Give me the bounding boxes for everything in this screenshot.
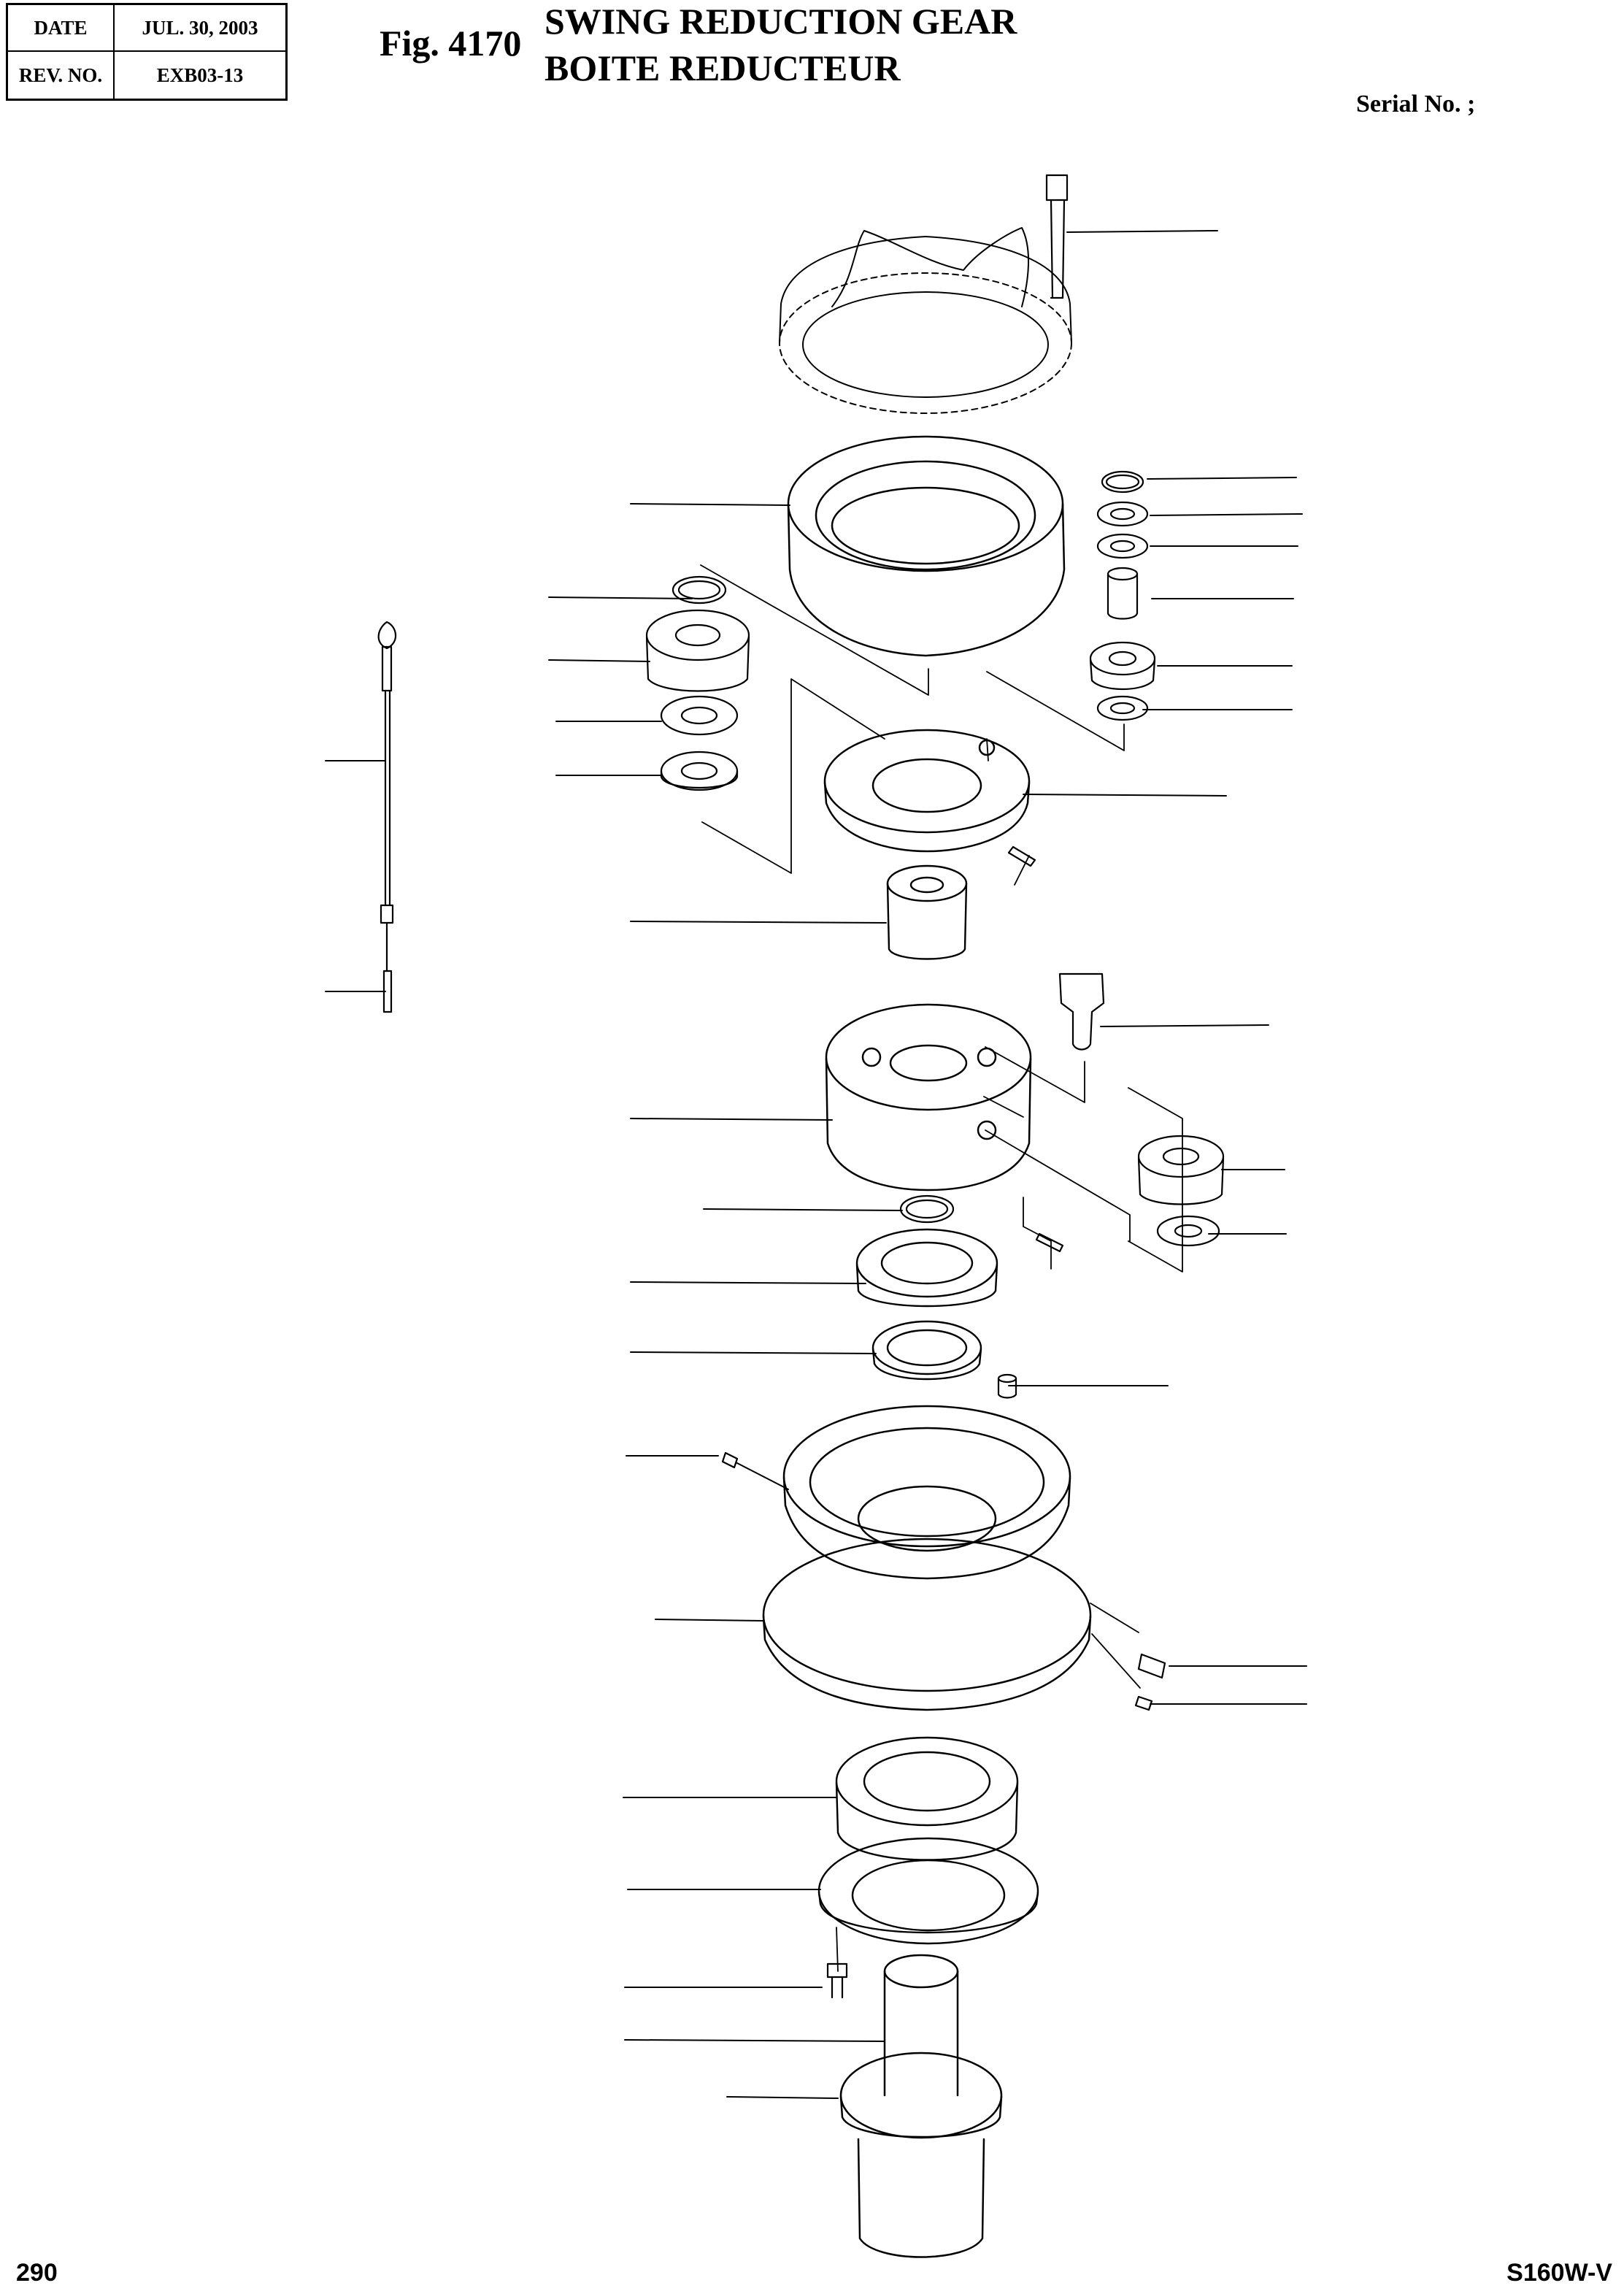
sun-gear	[888, 866, 966, 959]
ring-gear	[788, 437, 1064, 656]
socket-bolt	[1047, 175, 1067, 298]
washer-second-stage	[1158, 1216, 1219, 1246]
thrust-washer-right	[1098, 502, 1147, 526]
bearing-upper	[857, 1229, 997, 1306]
carrier-first-stage	[825, 730, 1029, 851]
oil-seal	[873, 1321, 981, 1379]
bearing-lower	[836, 1738, 1017, 1860]
bearing-retainer	[819, 1838, 1038, 1943]
snap-ring-right	[1102, 472, 1143, 492]
dipstick	[379, 622, 396, 1012]
leader-lines	[326, 231, 1306, 2098]
model-code: S160W-V	[1506, 2259, 1612, 2287]
figure-number: Fig. 4170	[380, 23, 522, 64]
retainer-bolt	[828, 1964, 847, 1998]
thrust-washer-right-2	[1098, 534, 1147, 558]
motor-flange	[780, 228, 1071, 413]
rev-value: EXB03-13	[156, 64, 244, 86]
thrust-washer-left-2	[661, 752, 737, 790]
rev-label: REV. NO.	[8, 52, 115, 99]
revision-table: DATE JUL. 30, 2003 REV. NO. EXB03-13	[6, 3, 288, 101]
snap-ring-left	[673, 577, 726, 603]
planet-gear-second-stage	[1139, 1136, 1223, 1205]
snap-ring-middle	[901, 1196, 953, 1222]
plug-small	[1136, 1697, 1152, 1710]
pin-right	[1108, 568, 1137, 619]
date-value: JUL. 30, 2003	[115, 5, 285, 52]
date-label: DATE	[8, 5, 115, 52]
spring-pin-upper	[1009, 847, 1035, 866]
title-french: BOITE REDUCTEUR	[544, 47, 901, 88]
carrier-second-stage	[826, 1005, 1031, 1190]
page-number: 290	[16, 2259, 58, 2287]
planet-gear-small-right	[1090, 642, 1155, 689]
assembly-guide-lines	[701, 565, 1182, 1971]
pinion-shaft	[841, 1955, 1001, 2257]
thrust-washer-left	[661, 696, 737, 734]
plug-upper-left	[723, 1453, 737, 1467]
planet-gear-left	[647, 610, 749, 691]
shaft-pin	[1060, 974, 1104, 1050]
drain-plug	[1139, 1654, 1165, 1678]
serial-number: Serial No. ;	[1356, 91, 1476, 118]
title-english: SWING REDUCTION GEAR	[544, 1, 1017, 42]
gear-housing	[763, 1406, 1090, 1710]
dowel-pin	[998, 1375, 1016, 1398]
spring-pin-middle	[1036, 1234, 1063, 1251]
washer-right	[1098, 696, 1147, 720]
